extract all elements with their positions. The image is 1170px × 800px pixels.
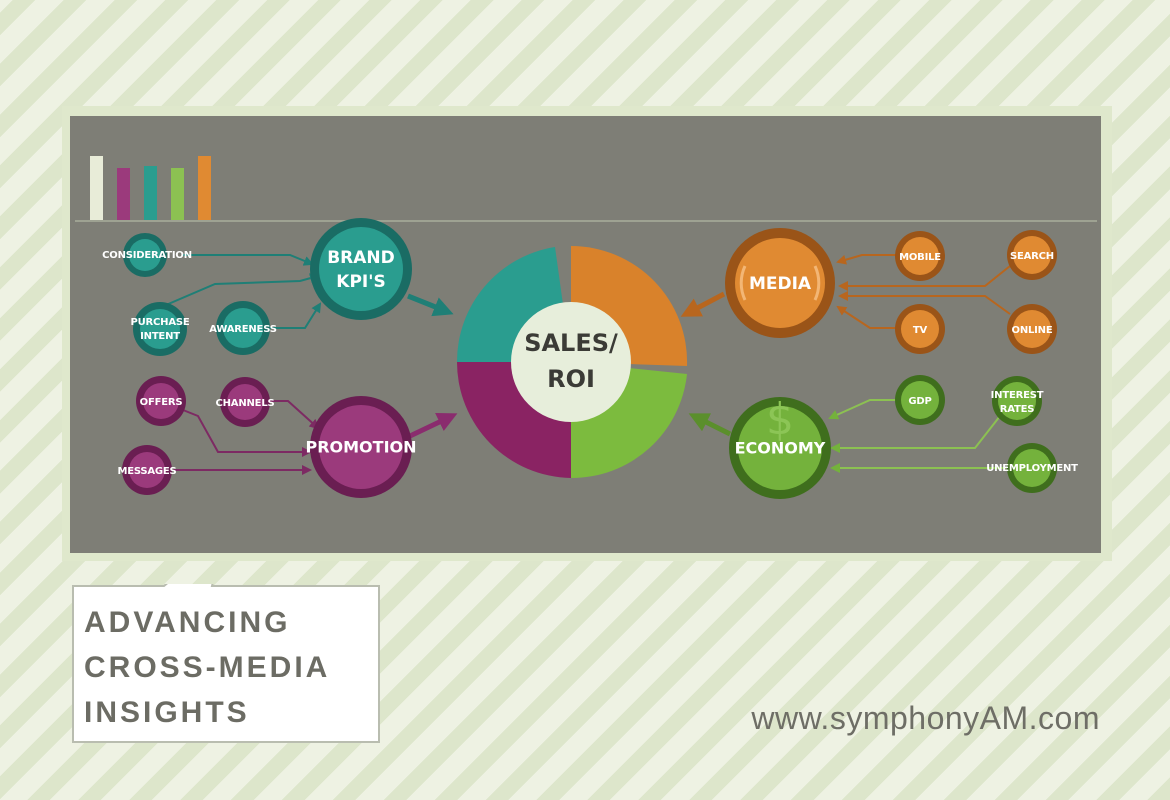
website-url[interactable]: www.symphonyAM.com xyxy=(751,700,1100,736)
svg-text:TV: TV xyxy=(913,325,928,336)
messages-node: MESSAGES xyxy=(117,445,177,495)
svg-text:PURCHASE: PURCHASE xyxy=(130,317,189,328)
svg-text:INTEREST: INTEREST xyxy=(991,390,1044,401)
mobile-node: MOBILE xyxy=(895,231,945,281)
svg-text:OFFERS: OFFERS xyxy=(140,397,183,408)
center-label-line1: SALES/ xyxy=(524,329,618,357)
economy-hub: $ ECONOMY xyxy=(729,394,831,499)
unemployment-node: UNEMPLOYMENT xyxy=(986,443,1078,493)
gdp-node: GDP xyxy=(895,375,945,425)
purchase-intent-node: PURCHASE INTENT xyxy=(130,302,190,356)
callout-title: ADVANCING CROSS-MEDIA INSIGHTS xyxy=(84,600,384,735)
promotion-hub: PROMOTION xyxy=(305,396,417,498)
svg-text:CONSIDERATION: CONSIDERATION xyxy=(102,250,192,261)
svg-text:INTENT: INTENT xyxy=(140,331,180,342)
svg-text:MOBILE: MOBILE xyxy=(899,252,941,263)
svg-text:RATES: RATES xyxy=(1000,404,1035,415)
svg-text:SEARCH: SEARCH xyxy=(1010,251,1054,262)
callout-line-2: CROSS-MEDIA xyxy=(84,651,331,684)
color-bars-icon xyxy=(90,156,211,220)
sales-roi-diagram: SALES/ ROI BRAND KPI'S PROMOTION MEDIA $… xyxy=(75,156,1097,499)
svg-text:AWARENESS: AWARENESS xyxy=(209,324,277,335)
media-hub: MEDIA xyxy=(725,228,835,338)
broadcast-icon xyxy=(739,265,747,301)
awareness-node: AWARENESS xyxy=(209,301,277,355)
svg-text:UNEMPLOYMENT: UNEMPLOYMENT xyxy=(986,463,1078,474)
callout-line-1: ADVANCING xyxy=(84,606,291,639)
tv-node: TV xyxy=(895,304,945,354)
sales-roi-wheel: SALES/ ROI xyxy=(456,245,688,479)
svg-text:BRAND: BRAND xyxy=(327,248,395,268)
svg-text:GDP: GDP xyxy=(908,396,931,407)
svg-text:MEDIA: MEDIA xyxy=(749,274,812,294)
svg-text:ECONOMY: ECONOMY xyxy=(735,439,826,458)
callout-line-3: INSIGHTS xyxy=(84,696,250,729)
channels-node: CHANNELS xyxy=(216,377,275,427)
svg-text:ONLINE: ONLINE xyxy=(1012,325,1053,336)
svg-text:MESSAGES: MESSAGES xyxy=(117,466,176,477)
svg-text:CHANNELS: CHANNELS xyxy=(216,398,275,409)
center-label-line2: ROI xyxy=(547,365,595,393)
online-node: ONLINE xyxy=(1007,304,1057,354)
dollar-icon: $ xyxy=(766,394,794,445)
search-node: SEARCH xyxy=(1007,230,1057,280)
svg-text:PROMOTION: PROMOTION xyxy=(305,438,416,457)
consideration-node: CONSIDERATION xyxy=(102,233,192,277)
interest-rates-node: INTEREST RATES xyxy=(991,376,1044,426)
callout-box xyxy=(72,584,380,743)
svg-text:KPI'S: KPI'S xyxy=(336,272,385,292)
offers-node: OFFERS xyxy=(136,376,186,426)
brand-kpis-hub: BRAND KPI'S xyxy=(310,218,412,320)
